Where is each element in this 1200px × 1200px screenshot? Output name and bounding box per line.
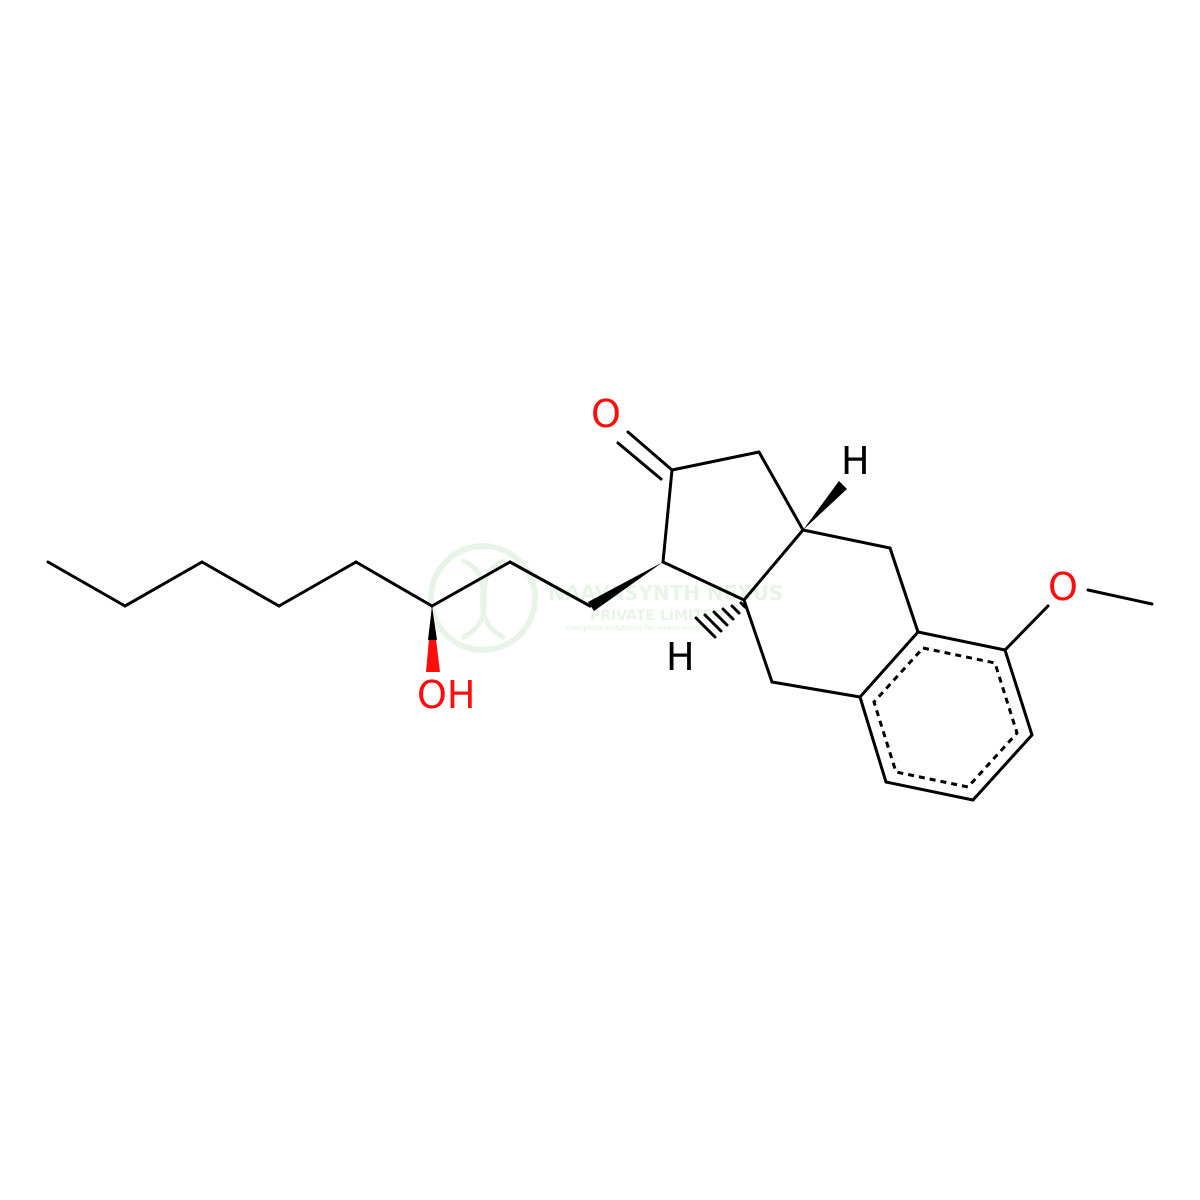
bond-chain-3: [200, 560, 281, 608]
hash-4: [712, 610, 729, 627]
stereo-h-lower-label: H: [666, 635, 695, 679]
cyclohexane-ring: [742, 528, 920, 699]
bond-chain-7: [508, 560, 592, 608]
bond-chain-4: [277, 560, 358, 608]
wedge-bond-hydroxyl-base: [428, 606, 437, 640]
bond-carbonyl-b: [616, 441, 663, 481]
hash-2: [730, 604, 741, 615]
bond-ring5-2: [670, 450, 761, 472]
bond-carbonyl-a: [626, 430, 674, 472]
hashed-bond-h-lower: [694, 601, 747, 639]
aromatic-inner-ring: [872, 646, 1019, 789]
watermark-logo-helix-icon: [460, 557, 507, 641]
bond-methoxy-2: [1086, 588, 1154, 606]
methoxy-oxygen-label: O: [1048, 565, 1078, 609]
hash-5: [703, 613, 723, 633]
bond-chain-6: [430, 560, 512, 608]
bond-chain-2: [123, 560, 204, 608]
watermark-line2: PRIVATE LIMITED: [590, 608, 724, 624]
bond-ring5-4: [742, 528, 805, 602]
hash-3: [721, 607, 735, 621]
alkyl-chain: [46, 560, 592, 608]
wedge-bond-h-upper: [803, 481, 847, 530]
carbonyl-double-bond: [616, 430, 674, 481]
bond-methoxy-1: [1003, 604, 1050, 652]
bond-arom-5: [858, 695, 888, 784]
watermark-line3: Complete solutions for every molecule: [566, 624, 718, 632]
ketone-oxygen-label: O: [591, 392, 621, 436]
hash-1: [739, 601, 747, 609]
stereo-h-upper-label: H: [841, 439, 870, 483]
watermark-logo-circle: [428, 543, 538, 653]
watermark-logo-helix-icon-2: [460, 557, 507, 641]
bond-arom-6: [858, 630, 920, 699]
bond-ring6-2: [888, 546, 920, 634]
wedge-bond-ring-chain: [588, 562, 663, 611]
benzene-ring: [858, 630, 1034, 802]
bond-ring6-4: [742, 598, 774, 684]
hydroxyl-label: OH: [417, 673, 475, 717]
bond-chain-5: [354, 560, 434, 608]
bond-chain-1: [46, 560, 127, 608]
bond-ring6-3: [770, 680, 862, 699]
bond-ring6-1: [801, 528, 892, 550]
bond-ring5-1: [661, 468, 674, 564]
bond-arom-3: [971, 733, 1034, 802]
bond-ring5-5: [661, 560, 746, 602]
cyclopentanone-ring: [661, 450, 805, 602]
hash-6: [694, 616, 717, 639]
bond-arom-2: [1003, 648, 1034, 737]
methoxy-group: [1003, 588, 1154, 652]
bond-arom-1: [916, 630, 1007, 652]
bond-ring5-3: [757, 450, 805, 532]
bond-arom-4: [884, 780, 975, 802]
